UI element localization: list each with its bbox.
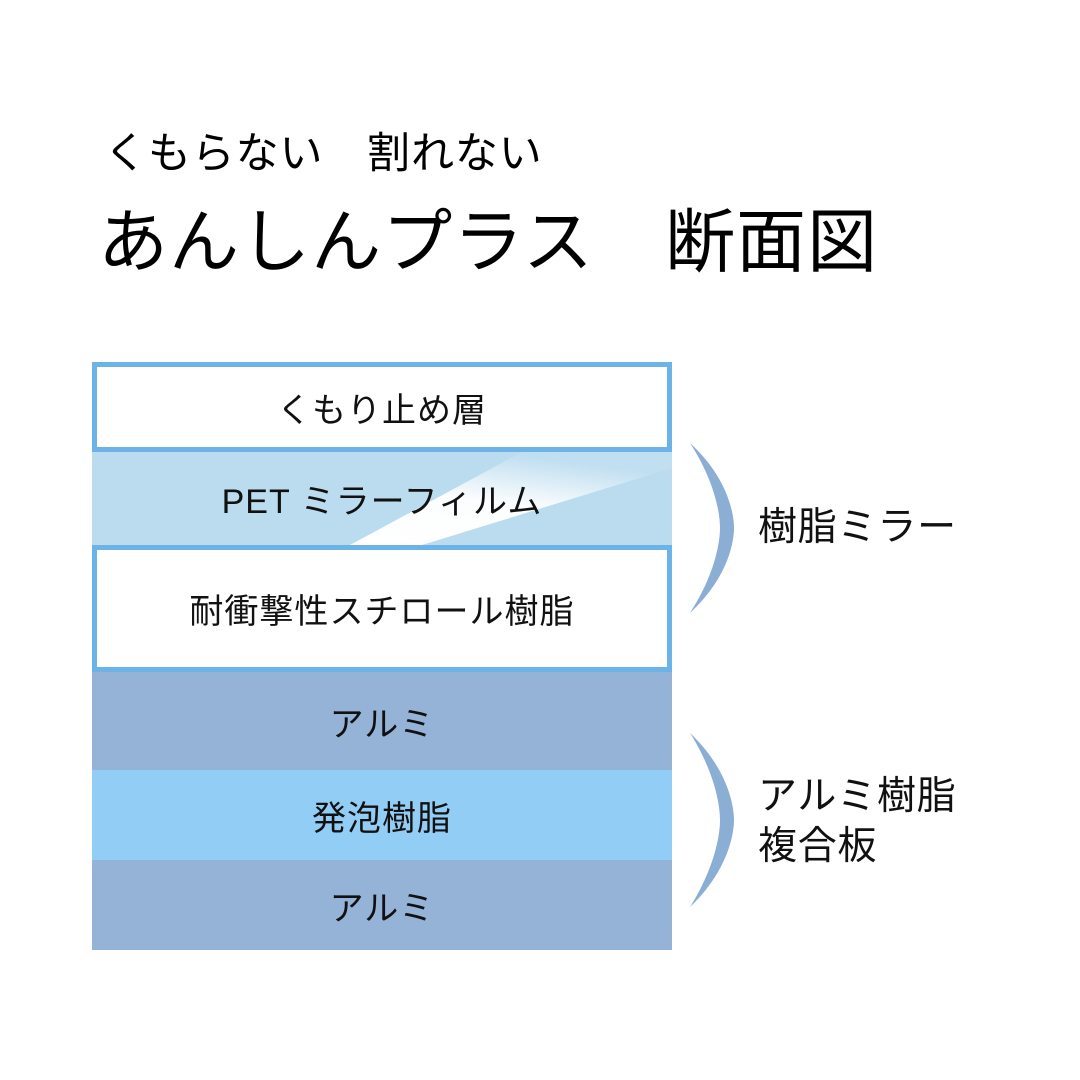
layer-aluminium-top: アルミ (92, 672, 672, 770)
layer-label: アルミ (329, 889, 435, 928)
layer-label: くもり止め層 (276, 391, 488, 430)
layer-impact-styrol-resin: 耐衝撃性スチロール樹脂 (92, 545, 672, 672)
layer-label: 発泡樹脂 (311, 799, 453, 838)
layer-stack: くもり止め層 PET ミラーフィルム 耐衝撃性スチロール樹脂 アルミ (92, 362, 672, 950)
kicker-text: くもらない 割れない (104, 130, 543, 178)
layer-antifog: くもり止め層 (92, 362, 672, 452)
layer-foamed-resin: 発泡樹脂 (92, 770, 672, 860)
brace-aluminium-panel-icon (684, 730, 746, 910)
layer-pet-mirror-film: PET ミラーフィルム (92, 452, 672, 545)
layer-label: 耐衝撃性スチロール樹脂 (189, 593, 575, 631)
brace-resin-mirror-icon (684, 440, 746, 616)
layer-label: PET ミラーフィルム (221, 483, 543, 521)
group-label-resin-mirror: 樹脂ミラー (758, 506, 957, 549)
layer-aluminium-bottom: アルミ (92, 860, 672, 950)
page-title: あんしんプラス 断面図 (98, 203, 879, 281)
group-label-aluminium-panel: アルミ樹脂 複合板 (758, 775, 957, 868)
layer-label: アルミ (329, 705, 435, 744)
